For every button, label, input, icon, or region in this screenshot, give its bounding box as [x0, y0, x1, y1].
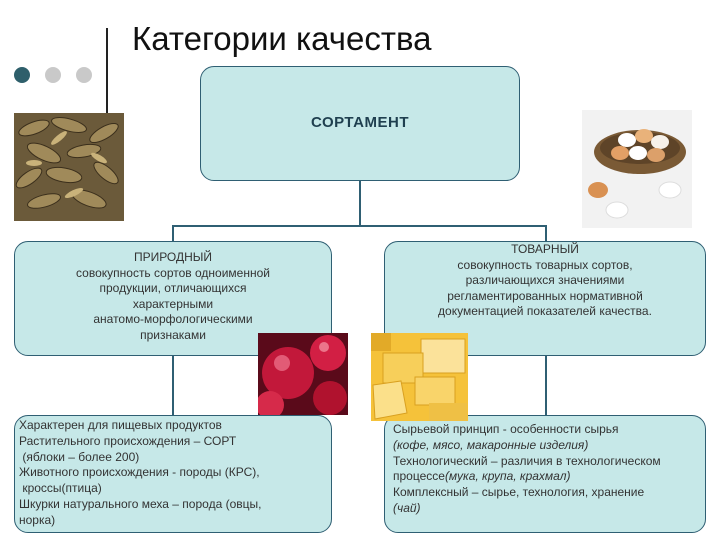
title-divider [106, 28, 108, 120]
detail-line: (яблоки – более 200) [19, 449, 140, 464]
decor-dot-light-2 [76, 67, 92, 83]
natural-title: ПРИРОДНЫЙ [133, 250, 213, 264]
detail-line: Сырьевой принцип - особенности сырья [393, 422, 619, 436]
connector-left [172, 225, 174, 242]
slide-title: Категории качества [132, 20, 432, 57]
detail-line: Технологический – различия в технологиче… [393, 453, 661, 468]
detail-line: Комплексный – сырье, технология, хранени… [393, 485, 645, 500]
detail-line: Растительного происхождения – СОРТ [19, 433, 237, 448]
natural-line: продукции, отличающихся [99, 281, 247, 295]
commodity-line: различающихся значениями [465, 273, 625, 287]
commodity-line: совокупность товарных сортов, [457, 257, 633, 272]
commodity-detail-node: Сырьевой принцип - особенности сырья (ко… [384, 415, 706, 533]
connector-right [545, 225, 547, 242]
detail-line: норка) [19, 512, 56, 527]
connector-root [359, 181, 361, 225]
root-node: СОРТАМЕНТ [200, 66, 520, 181]
detail-line: Характерен для пищевых продуктов [19, 418, 222, 432]
root-label: СОРТАМЕНТ [311, 114, 409, 131]
detail-line: Шкурки натурального меха – порода (овцы, [19, 496, 262, 511]
detail-text: (мука, крупа, крахмал) [444, 469, 571, 484]
connector-right-detail [545, 356, 547, 415]
commodity-line: регламентированных нормативной [447, 288, 643, 303]
detail-line: (кофе, мясо, макаронные изделия) [393, 437, 589, 452]
eggs-photo [582, 110, 692, 228]
connector-left-detail [172, 356, 174, 415]
connector-horizontal [172, 225, 546, 227]
cheese-photo [371, 333, 468, 421]
natural-assortment-node: ПРИРОДНЫЙ совокупность сортов одноименно… [14, 241, 332, 356]
detail-line: процессе(мука, крупа, крахмал) [393, 469, 703, 485]
commodity-assortment-node: ТОВАРНЫЙ совокупность товарных сортов, р… [384, 241, 706, 356]
decor-dot-light-1 [45, 67, 61, 83]
detail-text: процессе [393, 469, 445, 484]
natural-line: признаками [140, 327, 206, 342]
detail-line: кроссы(птица) [19, 481, 102, 496]
commodity-title: ТОВАРНЫЙ [511, 242, 579, 256]
decor-dot-dark [14, 67, 30, 83]
detail-line: (чай) [393, 500, 421, 515]
commodity-line: документацией показателей качества. [438, 304, 652, 318]
natural-line: анатомо-морфологическими [93, 312, 253, 326]
natural-detail-node: Характерен для пищевых продуктов Растите… [14, 415, 332, 533]
detail-line: Животного происхождения - породы (КРС), [19, 465, 260, 480]
natural-line: характерными [132, 296, 214, 311]
natural-line: совокупность сортов одноименной [76, 265, 270, 280]
fish-photo [14, 113, 124, 221]
berries-photo [258, 333, 348, 415]
